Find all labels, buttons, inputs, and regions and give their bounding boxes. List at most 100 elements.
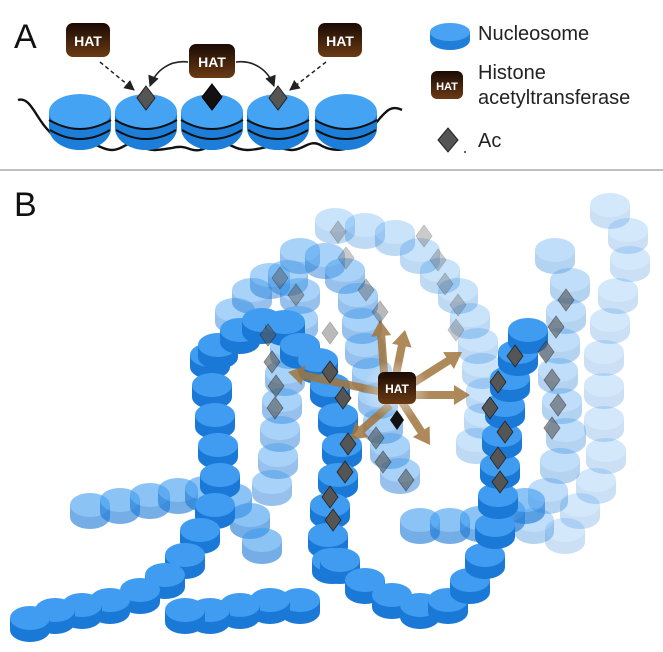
legend-ac-label: Ac [478,130,501,152]
nucleosome [230,503,270,539]
ac-diamond [415,224,433,248]
ac-diamond [271,266,289,290]
panel-a-nucleosomes [48,94,378,150]
nucleosome [280,278,320,314]
chromatin-fiber [10,193,650,642]
legend-nucleosome-icon [430,23,470,50]
legend-ac-icon [437,127,459,153]
nucleosome [314,94,378,150]
curved-arrow-right [235,61,276,88]
hat-center: HAT [189,44,235,78]
ac-diamond [268,85,288,111]
ac-diamond [549,393,567,417]
ac-diamond [506,344,524,368]
ac-diamond [287,283,305,307]
nucleosome [450,303,490,339]
nucleosome [438,278,478,314]
panel-a: A HAT HAT HAT [14,18,403,152]
nucleosome [250,263,290,299]
ac-diamond [339,432,357,456]
ac-diamond [557,288,575,312]
nucleosome [550,268,590,304]
hat-left: HAT [66,23,110,57]
nucleosome [598,278,638,314]
ac-diamond [263,350,281,374]
nucleosome [268,260,308,296]
nucleosome [610,246,650,282]
hat-label: HAT [326,33,354,49]
hat-center-b: HAT [362,360,430,430]
spread-arrow [410,385,470,405]
ac-diamond [329,220,347,244]
nucleosome [560,493,600,529]
ac-diamond [337,246,355,270]
nucleosome [590,308,630,344]
ac-diamond [537,340,555,364]
nucleosome [198,433,238,469]
ac-diamond [429,248,447,272]
nucleosome [165,543,205,579]
nucleosome [192,373,232,409]
ac-diamond [336,460,354,484]
ac-diamond [496,420,514,444]
nucleosome [590,193,630,229]
spread-arrow [288,365,383,396]
hat-label: HAT [74,33,102,49]
nucleosome [584,406,624,442]
nucleosome [315,208,355,244]
ac-diamond [447,318,465,342]
nucleosome [242,528,282,564]
nucleosome [120,578,160,614]
acetylation-marks [259,220,575,532]
panel-a-label: A [14,18,37,56]
ac-diamond [390,410,404,430]
ac-diamond [201,83,223,111]
dashed-arrow-right [289,61,327,91]
nucleosome [258,443,298,479]
nucleosome [252,470,292,506]
legend: Nucleosome HAT Histone acetyltransferase… [430,23,630,153]
legend-hat-label-line2: acetyltransferase [478,87,630,109]
nucleosome [114,94,178,150]
ac-diamond [436,272,454,296]
dashed-arrow-left [99,61,135,91]
hat-label: HAT [436,81,458,93]
nucleosome [165,598,205,634]
nucleosome [375,220,415,256]
ac-diamond [136,85,156,111]
ac-diamond [371,300,389,324]
nucleosome [458,328,498,364]
nucleosome [342,308,382,344]
nucleosome [586,438,626,474]
nucleosome [608,218,648,254]
ac-diamond [374,450,392,474]
ac-diamond [449,293,467,317]
ac-diamond [321,360,339,384]
nucleosome [260,416,300,452]
hat-label: HAT [385,382,409,396]
ac-diamond [489,370,507,394]
nucleosome [535,238,575,274]
ac-diamond [367,426,385,450]
curved-arrow-left [148,61,189,88]
nucleosome [10,606,50,642]
ac-diamond [259,323,277,347]
nucleosome [305,243,345,279]
nucleosome [345,213,385,249]
nucleosome [420,258,460,294]
nucleosome [475,513,515,549]
nucleosome [246,94,310,150]
nucleosome [584,373,624,409]
nucleosome [48,94,112,150]
nucleosome [195,403,235,439]
ac-diamond [397,468,415,492]
nucleosome [584,340,624,376]
nucleosome [325,258,365,294]
nucleosome [195,493,235,529]
ac-diamond [489,446,507,470]
nucleosome [145,563,185,599]
legend-hat-label-line1: Histone [478,62,546,84]
ac-diamond [324,508,342,532]
ac-diamond [481,396,499,420]
